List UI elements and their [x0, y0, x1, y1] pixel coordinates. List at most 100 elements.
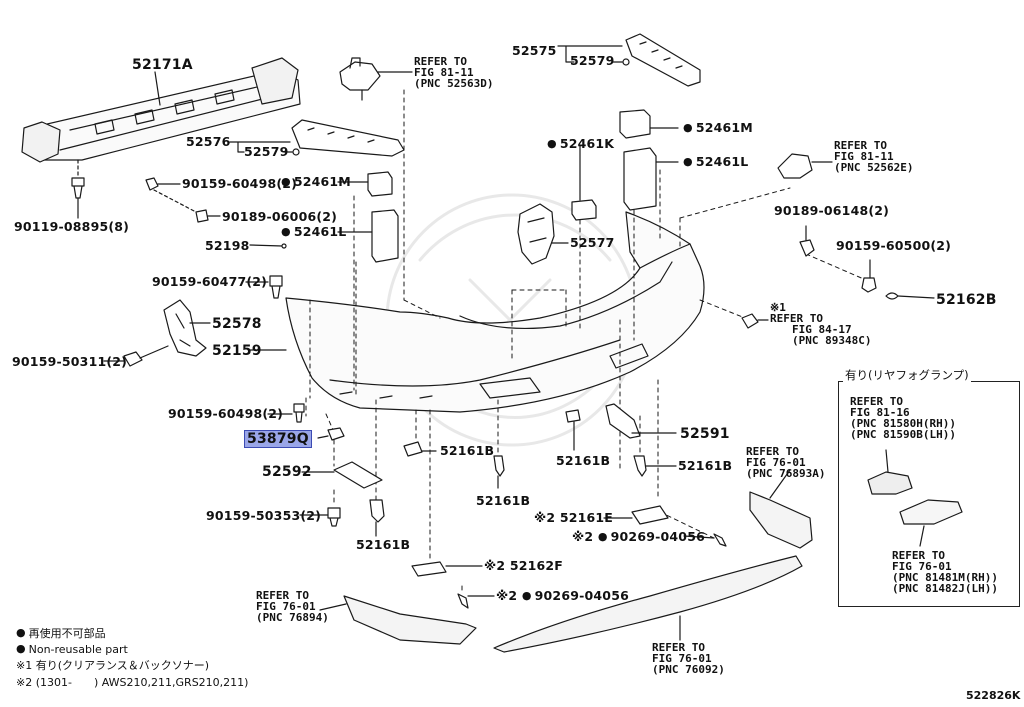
legend-non-reusable-en: Non-reusable part	[16, 644, 128, 655]
label-52161B-b[interactable]: 52161B	[556, 453, 611, 468]
label-52577[interactable]: 52577	[570, 235, 615, 250]
label-52579-left[interactable]: 52579	[244, 144, 289, 159]
label-52161B-d[interactable]: 52161B	[476, 493, 531, 508]
rear-bumper-cover-52159	[285, 211, 705, 413]
label-52162F-number: 52162F	[509, 558, 564, 573]
refer-line: (PNC 81481M(RH))	[892, 571, 998, 584]
refer-line: FIG 84-17	[792, 323, 852, 336]
refer-note-fog-lamp-cover[interactable]: REFER TO FIG 76-01 (PNC 81481M(RH)) (PNC…	[892, 550, 998, 594]
label-52578[interactable]: 52578	[212, 316, 262, 332]
label-90269-04056-b[interactable]: ※2 90269-04056	[496, 588, 629, 603]
refer-line-text: REFER TO	[770, 312, 823, 325]
bracket-52563D	[339, 57, 413, 101]
pad-52461L-left	[371, 209, 399, 263]
label-90159-50353[interactable]: 90159-50353(2)	[206, 508, 322, 523]
refer-line: FIG 81-11	[834, 150, 894, 163]
refer-note-76894[interactable]: REFER TO FIG 76-01 (PNC 76894)	[256, 590, 329, 623]
refer-line: REFER TO	[652, 641, 705, 654]
label-90159-60498-a[interactable]: 90159-60498(2)	[182, 176, 298, 191]
refer-line: REFER TO	[746, 445, 799, 458]
label-52461L-left[interactable]: 52461L	[281, 225, 346, 239]
refer-line: REFER TO	[414, 55, 467, 68]
label-52198[interactable]: 52198	[205, 238, 250, 253]
label-53879Q-highlighted[interactable]: 53879Q	[244, 430, 312, 448]
label-52461K[interactable]: 52461K	[547, 137, 614, 151]
garnish-76092	[493, 555, 803, 653]
refer-line: FIG 76-01	[256, 600, 316, 613]
label-52161E-number: 52161E	[559, 510, 614, 525]
refer-note-76092[interactable]: REFER TO FIG 76-01 (PNC 76092)	[652, 642, 725, 675]
refer-line: (PNC 89348C)	[792, 334, 872, 347]
inset-title: 有り(リヤフォグランプ)	[843, 368, 971, 382]
refer-line: FIG 76-01	[892, 560, 952, 573]
side-bracket-52578	[163, 299, 207, 357]
refer-line: REFER TO	[892, 549, 945, 562]
refer-line: (PNC 52563D)	[414, 77, 494, 90]
refer-note-52563D[interactable]: REFER TO FIG 81-11 (PNC 52563D)	[414, 56, 493, 89]
label-90269-04056-a[interactable]: ※2 90269-04056	[572, 529, 705, 544]
pad-52461M-left	[367, 171, 393, 197]
label-90159-60477[interactable]: 90159-60477(2)	[152, 274, 268, 289]
label-52171A[interactable]: 52171A	[132, 57, 193, 73]
refer-note-fog-lamp[interactable]: REFER TO FIG 81-16 (PNC 81580H(RH)) (PNC…	[850, 396, 956, 440]
refer-line: FIG 76-01	[746, 456, 806, 469]
refer-note-52562E[interactable]: REFER TO FIG 81-11 (PNC 52562E)	[834, 140, 913, 173]
label-52162F[interactable]: ※2 52162F	[484, 558, 564, 573]
fog-lamp-option-inset: 有り(リヤフォグランプ)	[838, 369, 1020, 607]
refer-line: (PNC 81590B(LH))	[850, 428, 956, 441]
label-52592[interactable]: 52592	[262, 464, 312, 480]
figure-id: 522826K	[966, 689, 1021, 702]
refer-line: REFER TO	[256, 589, 309, 602]
refer-line: FIG 81-16	[850, 406, 910, 419]
refer-line: FIG 76-01	[652, 652, 712, 665]
pad-52461K	[571, 199, 597, 221]
label-52159[interactable]: 52159	[212, 343, 262, 359]
label-52575[interactable]: 52575	[512, 43, 557, 58]
refer-line: (PNC 76092)	[652, 663, 725, 676]
bracket-52591	[605, 403, 641, 439]
note-mark-2: ※2	[496, 588, 518, 603]
refer-line: (PNC 81482J(LH))	[892, 582, 998, 595]
label-52461M-left[interactable]: 52461M	[281, 175, 351, 189]
label-90269-04056-a-number: 90269-04056	[598, 529, 705, 544]
label-52461M-right[interactable]: 52461M	[683, 121, 753, 135]
lower-bracket-52592	[333, 461, 383, 489]
label-52161E[interactable]: ※2 52161E	[534, 510, 614, 525]
legend-note-1: ※1 有り(クリアランス＆バックソナー)	[16, 659, 210, 672]
label-52162B[interactable]: 52162B	[936, 292, 997, 308]
reflector-76894	[343, 595, 477, 645]
legend-non-reusable-jp: 再使用不可部品	[16, 628, 106, 639]
note-mark-2: ※2	[572, 529, 594, 544]
refer-line: (PNC 76893A)	[746, 467, 826, 480]
label-52161B-c[interactable]: 52161B	[678, 458, 733, 473]
label-90189-06148[interactable]: 90189-06148(2)	[774, 203, 890, 218]
label-52161B-e[interactable]: 52161B	[356, 537, 411, 552]
label-52579-top[interactable]: 52579	[570, 53, 615, 68]
label-90269-04056-b-number: 90269-04056	[522, 588, 629, 603]
note-mark-1: ※1	[770, 301, 786, 314]
refer-line: REFER TO	[834, 139, 887, 152]
side-retainer-52576	[291, 119, 405, 157]
center-bracket-52577	[517, 203, 555, 265]
leader-52171A	[154, 71, 161, 106]
label-90189-06006[interactable]: 90189-06006(2)	[222, 209, 338, 224]
refer-line: (PNC 76894)	[256, 611, 329, 624]
label-90119-08895[interactable]: 90119-08895(8)	[14, 219, 130, 234]
refer-note-76893A[interactable]: REFER TO FIG 76-01 (PNC 76893A)	[746, 446, 825, 479]
fog-lamp-inset	[867, 471, 913, 495]
reinforcement-beam-52171A	[21, 57, 301, 163]
label-52576[interactable]: 52576	[186, 134, 231, 149]
pad-52461L-right	[623, 147, 657, 211]
label-52591[interactable]: 52591	[680, 426, 730, 442]
label-52461L-right[interactable]: 52461L	[683, 155, 748, 169]
label-52161B-a[interactable]: 52161B	[440, 443, 495, 458]
label-90159-50311[interactable]: 90159-50311(2)	[12, 354, 128, 369]
label-90159-60498-b[interactable]: 90159-60498(2)	[168, 406, 284, 421]
reflector-76893A	[749, 491, 813, 549]
side-retainer-52575	[625, 33, 701, 87]
pad-52461M-right	[619, 109, 651, 139]
label-90159-60500[interactable]: 90159-60500(2)	[836, 238, 952, 253]
